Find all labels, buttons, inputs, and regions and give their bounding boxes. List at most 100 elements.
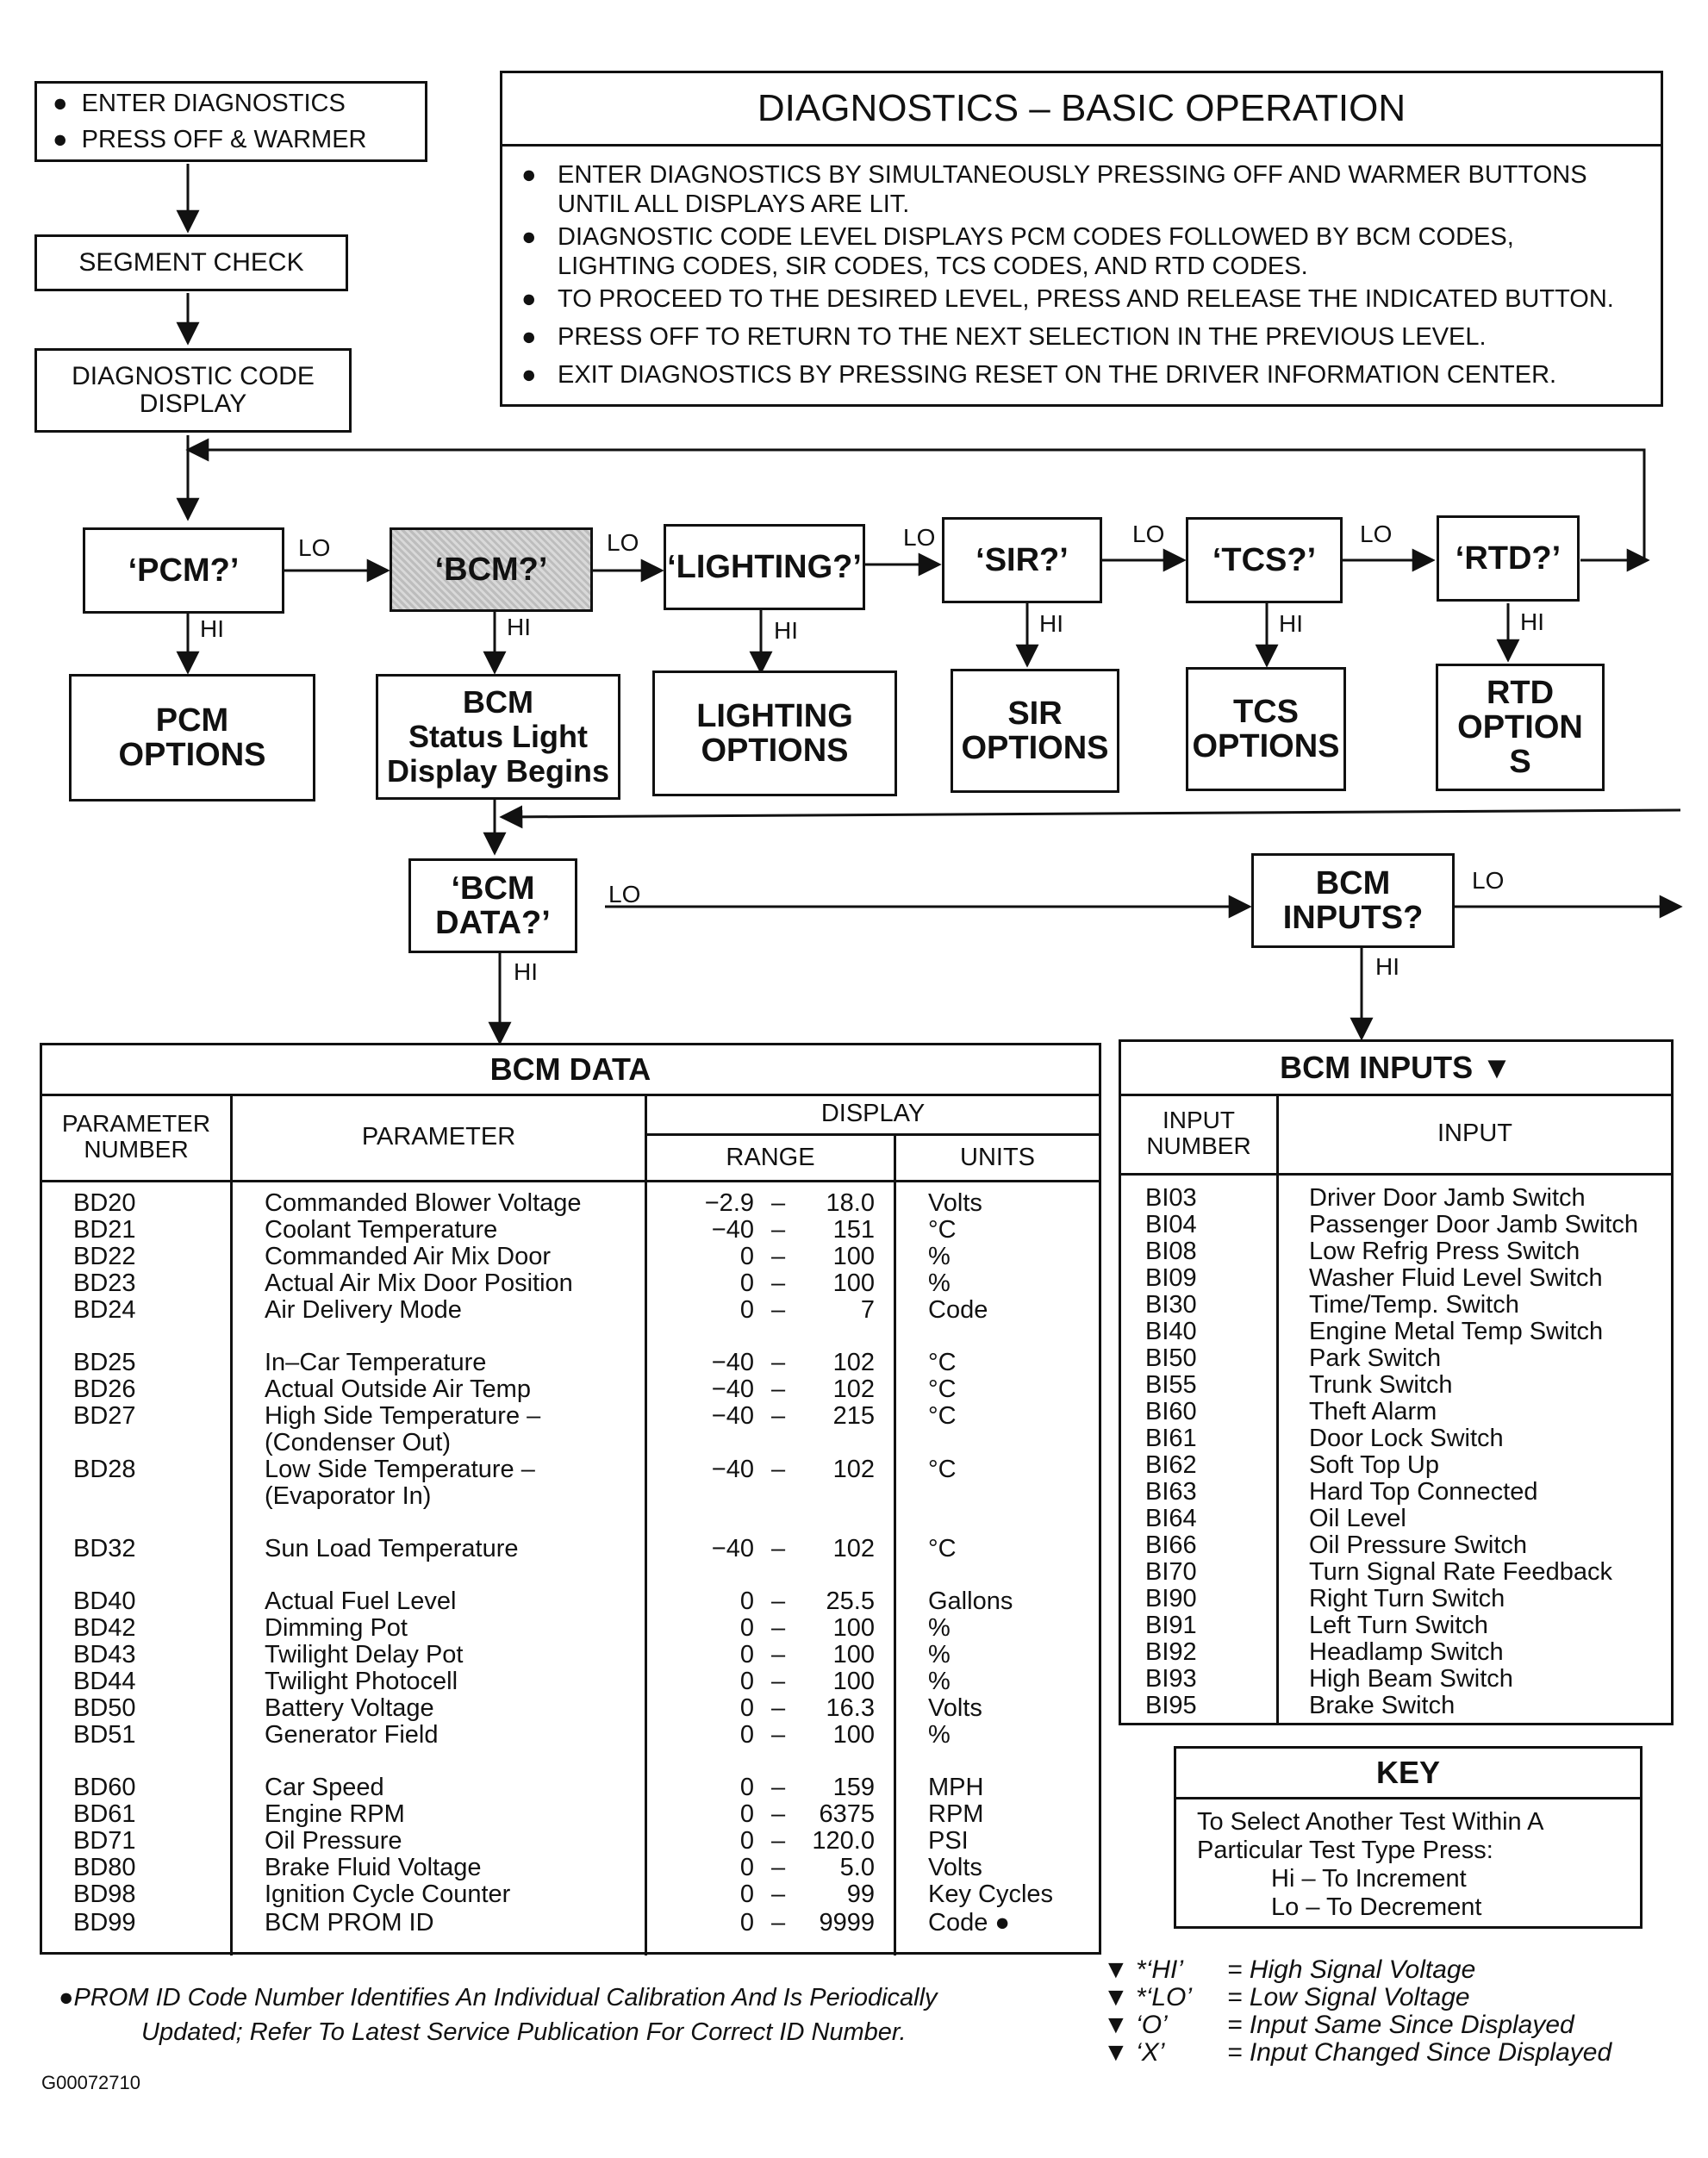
param-number: BD42 — [73, 1614, 136, 1642]
input-name: Washer Fluid Level Switch — [1309, 1264, 1603, 1292]
input-number: BI70 — [1145, 1558, 1197, 1586]
input-number: BI30 — [1145, 1291, 1197, 1319]
input-name: Park Switch — [1309, 1344, 1442, 1372]
range-min: 0 — [739, 1721, 754, 1749]
bullet: ●PRESS OFF TO RETURN TO THE NEXT SELECTI… — [521, 323, 1487, 351]
range-dash: – — [771, 1721, 786, 1749]
param-name: Commanded Blower Voltage — [265, 1189, 582, 1217]
input-number: BI93 — [1145, 1665, 1197, 1693]
lo-label: LO — [298, 534, 331, 561]
input-number: BI90 — [1145, 1585, 1197, 1612]
input-number: BI03 — [1145, 1184, 1197, 1212]
input-name: Soft Top Up — [1309, 1451, 1440, 1479]
param-number: BD51 — [73, 1721, 136, 1749]
input-number: BI50 — [1145, 1344, 1197, 1372]
range-min: 0 — [739, 1854, 754, 1881]
input-number: BI63 — [1145, 1478, 1197, 1506]
input-name: Brake Switch — [1309, 1692, 1456, 1719]
units: % — [928, 1668, 951, 1695]
param-number: BD24 — [73, 1296, 136, 1324]
column-divider — [894, 1180, 896, 1955]
param-number: BD22 — [73, 1243, 136, 1270]
range-dash: – — [771, 1587, 786, 1615]
input-name: Turn Signal Rate Feedback — [1309, 1558, 1612, 1586]
range-max: 102 — [832, 1375, 875, 1403]
input-number: BI09 — [1145, 1264, 1197, 1292]
units: °C — [928, 1375, 957, 1403]
param-name: Air Delivery Mode — [265, 1296, 462, 1324]
range-min: 0 — [739, 1880, 754, 1908]
segment-check-box: SEGMENT CHECK — [34, 234, 348, 291]
entry-box: ● ENTER DIAGNOSTICS ● PRESS OFF & WARMER — [34, 81, 427, 162]
param-number: BD71 — [73, 1827, 136, 1855]
units: % — [928, 1269, 951, 1297]
range-min: −40 — [711, 1216, 754, 1244]
param-name: Actual Air Mix Door Position — [265, 1269, 573, 1297]
input-number: BI08 — [1145, 1238, 1197, 1265]
param-name: Brake Fluid Voltage — [265, 1854, 482, 1881]
range-max: 102 — [832, 1456, 875, 1483]
param-number: BD32 — [73, 1535, 136, 1562]
param-name: Oil Pressure — [265, 1827, 402, 1855]
input-name: Left Turn Switch — [1309, 1612, 1488, 1639]
prom-footnote: ●PROM ID Code Number Identifies An Indiv… — [59, 1984, 938, 2046]
units: Code — [928, 1296, 988, 1324]
range-dash: – — [771, 1800, 786, 1828]
figure-id: G00072710 — [41, 2072, 140, 2093]
input-number: BI91 — [1145, 1612, 1197, 1639]
mode-sir: ‘SIR?’ — [942, 517, 1102, 603]
units: Gallons — [928, 1587, 1013, 1615]
param-number: BD27 — [73, 1402, 136, 1430]
mode-lighting: ‘LIGHTING?’ — [664, 524, 865, 610]
range-dash: – — [771, 1375, 786, 1403]
input-name: Oil Pressure Switch — [1309, 1531, 1528, 1559]
param-name: Actual Outside Air Temp — [265, 1375, 531, 1403]
param-number: BD26 — [73, 1375, 136, 1403]
range-max: 9999 — [819, 1909, 875, 1937]
range-min: −40 — [711, 1375, 754, 1403]
range-dash: – — [771, 1243, 786, 1270]
lo-label: LO — [1132, 521, 1165, 547]
range-dash: – — [771, 1909, 786, 1937]
range-dash: – — [771, 1269, 786, 1297]
input-number: BI61 — [1145, 1425, 1197, 1452]
param-name: Twilight Delay Pot — [265, 1641, 464, 1668]
range-min: 0 — [739, 1774, 754, 1801]
column-divider — [645, 1180, 647, 1955]
range-max: 100 — [832, 1614, 875, 1642]
range-min: 0 — [739, 1587, 754, 1615]
range-min: 0 — [739, 1800, 754, 1828]
header-range: RANGE — [647, 1136, 896, 1180]
header-display: DISPLAY — [647, 1094, 1099, 1136]
input-number: BI64 — [1145, 1505, 1197, 1532]
range-dash: – — [771, 1189, 786, 1217]
param-number: BD20 — [73, 1189, 136, 1217]
range-dash: – — [771, 1402, 786, 1430]
input-name: Low Refrig Press Switch — [1309, 1238, 1580, 1265]
input-name: Passenger Door Jamb Switch — [1309, 1211, 1638, 1238]
legend-row: ▼ ‘X’= Input Changed Since Displayed — [1103, 2038, 1612, 2067]
range-dash: – — [771, 1694, 786, 1722]
units: °C — [928, 1402, 957, 1430]
range-max: 100 — [832, 1269, 875, 1297]
param-name: Engine RPM — [265, 1800, 405, 1828]
units: % — [928, 1614, 951, 1642]
units: % — [928, 1243, 951, 1270]
bcm-data-title: BCM DATA — [42, 1045, 1099, 1096]
bcm-inputs-title: BCM INPUTS ▼ — [1121, 1042, 1671, 1096]
hi-label: HI — [1520, 608, 1544, 635]
param-name: BCM PROM ID — [265, 1909, 434, 1937]
param-name: Sun Load Temperature — [265, 1535, 519, 1562]
mode-pcm: ‘PCM?’ — [83, 527, 284, 614]
range-max: 215 — [832, 1402, 875, 1430]
param-number: BD60 — [73, 1774, 136, 1801]
range-dash: – — [771, 1216, 786, 1244]
basic-operation-list: ●ENTER DIAGNOSTICS BY SIMULTANEOUSLY PRE… — [502, 147, 1661, 390]
param-number: BD25 — [73, 1349, 136, 1376]
range-max: 100 — [832, 1243, 875, 1270]
hi-label: HI — [514, 958, 538, 985]
param-number: BD21 — [73, 1216, 136, 1244]
